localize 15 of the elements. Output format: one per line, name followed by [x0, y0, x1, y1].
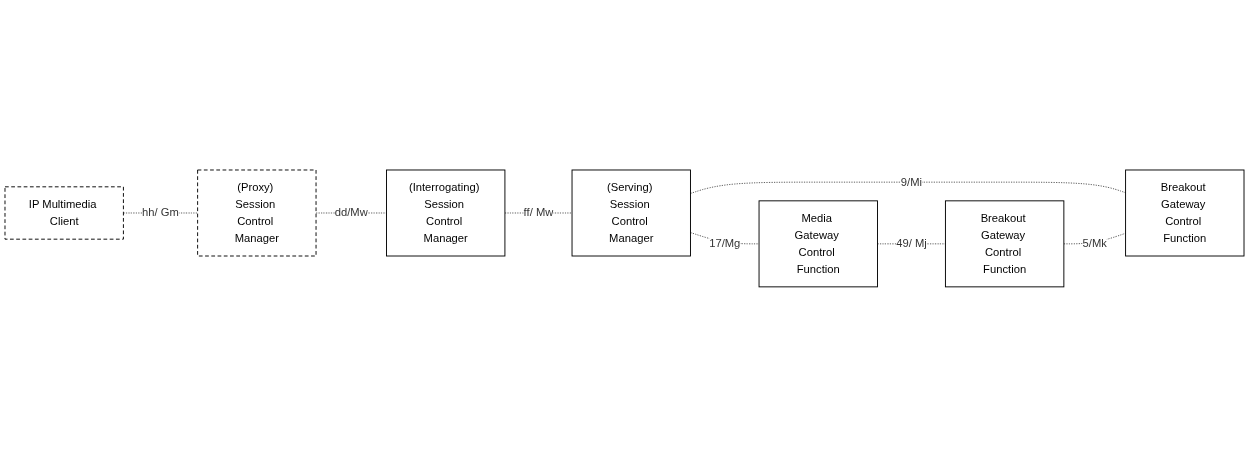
node-box: (Interrogating) Session Control Manager	[386, 169, 506, 257]
node-box: IP Multimedia Client	[4, 185, 124, 240]
edge-label: hh/ Gm	[142, 206, 179, 219]
node-box: Media Gateway Control Function	[758, 199, 878, 287]
node-box: (Serving) Session Control Manager	[571, 169, 691, 257]
edge-label: 17/Mg	[709, 236, 741, 250]
connector	[690, 181, 1126, 194]
edge-label: dd/Mw	[334, 206, 368, 219]
edge-label: ff/ Mw	[523, 206, 554, 219]
edge-label: 9/Mi	[900, 175, 923, 188]
node-box: (Proxy) Session Control Manager	[197, 169, 317, 257]
edge-label: 5/Mk	[1082, 236, 1107, 250]
node-box: Breakout Gateway Control Function	[944, 199, 1065, 287]
edge-label: 49/ Mj	[896, 236, 927, 250]
node-box: Breakout Gateway Control Function	[1125, 169, 1245, 257]
